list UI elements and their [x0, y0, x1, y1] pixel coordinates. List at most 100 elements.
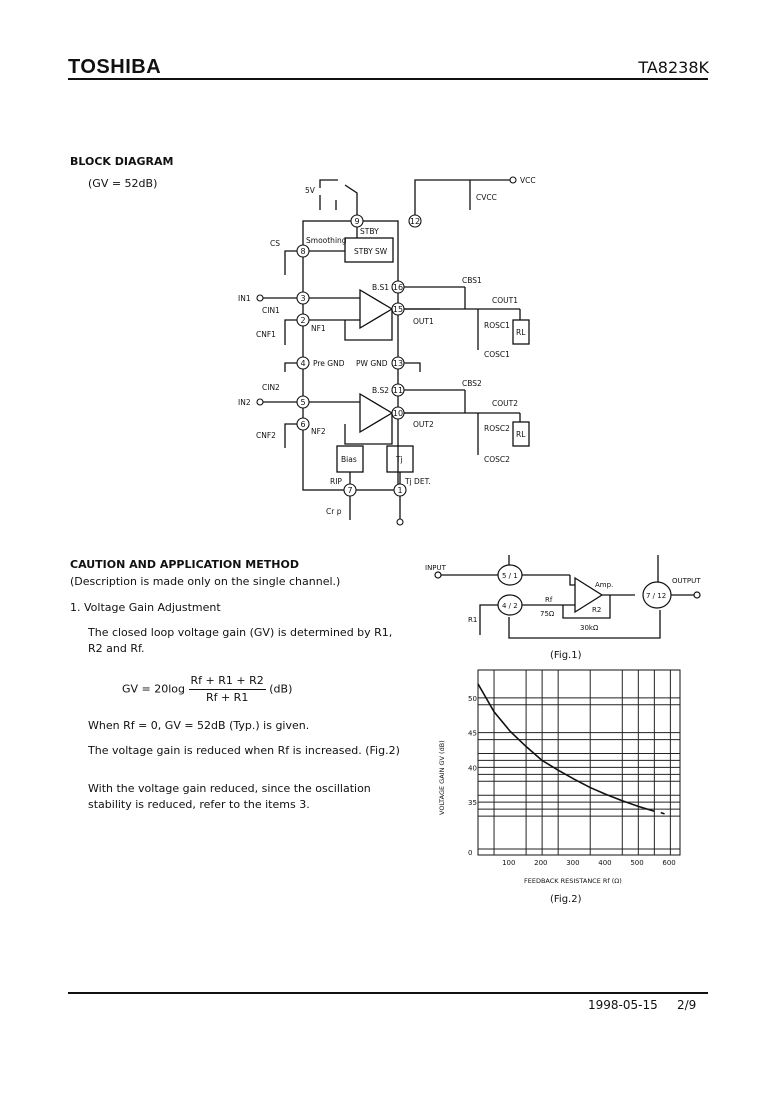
- svg-text:9: 9: [354, 217, 359, 226]
- svg-text:CBS2: CBS2: [462, 379, 482, 388]
- svg-text:NF1: NF1: [311, 324, 326, 333]
- caution-title: CAUTION AND APPLICATION METHOD: [70, 558, 299, 571]
- svg-text:ROSC2: ROSC2: [484, 424, 510, 433]
- fig1-circuit: INPUT OUTPUT Amp. 5 / 1 4 / 2 7 / 12 R1 …: [425, 555, 701, 661]
- svg-text:4 / 2: 4 / 2: [502, 602, 518, 610]
- svg-text:5: 5: [300, 398, 305, 407]
- svg-text:30kΩ: 30kΩ: [580, 624, 599, 632]
- svg-text:ROSC1: ROSC1: [484, 321, 510, 330]
- gain-note: (GV = 52dB): [88, 177, 158, 190]
- gain-typical-note: When Rf = 0, GV = 52dB (Typ.) is given.: [88, 719, 310, 732]
- x-tick-label: 400: [598, 859, 611, 867]
- svg-text:12: 12: [410, 217, 420, 226]
- svg-text:COSC1: COSC1: [484, 350, 510, 359]
- svg-text:4: 4: [300, 359, 305, 368]
- svg-text:7 / 12: 7 / 12: [646, 592, 666, 600]
- item1-title: 1. Voltage Gain Adjustment: [70, 601, 221, 614]
- formula-unit: (dB): [269, 682, 293, 696]
- svg-text:IN2: IN2: [238, 398, 251, 407]
- x-tick-label: 300: [566, 859, 579, 867]
- svg-text:5V: 5V: [305, 186, 316, 195]
- svg-text:CNF1: CNF1: [256, 330, 276, 339]
- svg-text:OUT2: OUT2: [413, 420, 434, 429]
- item1-paragraph: The closed loop voltage gain (GV) is det…: [88, 626, 393, 655]
- svg-text:CNF2: CNF2: [256, 431, 276, 440]
- svg-text:COUT1: COUT1: [492, 296, 518, 305]
- svg-text:16: 16: [393, 283, 403, 292]
- svg-text:PW GND: PW GND: [356, 359, 388, 368]
- svg-text:7: 7: [347, 486, 352, 495]
- svg-text:Rf: Rf: [545, 596, 553, 604]
- svg-text:COSC2: COSC2: [484, 455, 510, 464]
- gain-curve-extrapolated: [660, 811, 668, 816]
- fig2-caption: (Fig.2): [550, 894, 582, 905]
- svg-text:2: 2: [300, 316, 305, 325]
- part-number: TA8238K: [638, 58, 709, 77]
- svg-text:R2: R2: [592, 606, 601, 614]
- formula-lhs: GV = 20log: [122, 682, 186, 696]
- svg-text:Amp.: Amp.: [595, 581, 613, 589]
- svg-text:R1: R1: [468, 616, 477, 624]
- svg-text:IN1: IN1: [238, 294, 251, 303]
- block-diagram: 9 12 8 16 3 15 2 4 13 11 5 10 6 7 1 VCC …: [238, 176, 536, 526]
- svg-text:Tj DET.: Tj DET.: [404, 477, 431, 486]
- svg-text:CIN1: CIN1: [262, 306, 280, 315]
- svg-text:Cr p: Cr p: [326, 507, 342, 516]
- svg-text:13: 13: [393, 359, 403, 368]
- svg-text:Pre GND: Pre GND: [313, 359, 345, 368]
- formula-fraction: Rf + R1 + R2 Rf + R1: [188, 673, 266, 706]
- svg-text:8: 8: [300, 247, 305, 256]
- y-axis-label: VOLTAGE GAIN GV (dB): [438, 740, 446, 815]
- x-tick-label: 600: [662, 859, 675, 867]
- svg-text:COUT2: COUT2: [492, 399, 518, 408]
- caution-subtitle: (Description is made only on the single …: [70, 575, 341, 588]
- svg-text:CS: CS: [270, 239, 280, 248]
- svg-text:RIP: RIP: [330, 477, 342, 486]
- y-tick-label: 35: [468, 799, 477, 807]
- block-diagram-title: BLOCK DIAGRAM: [70, 155, 174, 168]
- svg-text:OUT1: OUT1: [413, 317, 434, 326]
- x-axis-label: FEEDBACK RESISTANCE Rf (Ω): [524, 877, 622, 885]
- y-tick-label: 0: [468, 849, 472, 857]
- svg-text:VCC: VCC: [520, 176, 536, 185]
- svg-text:INPUT: INPUT: [425, 564, 447, 572]
- svg-text:CBS1: CBS1: [462, 276, 482, 285]
- y-tick-label: 45: [468, 730, 477, 738]
- svg-text:CVCC: CVCC: [476, 193, 497, 202]
- footer-rule: [68, 992, 708, 994]
- svg-text:NF2: NF2: [311, 427, 326, 436]
- svg-text:STBY: STBY: [360, 227, 379, 236]
- formula-denominator: Rf + R1: [205, 691, 249, 704]
- brand-logo: TOSHIBA: [68, 56, 162, 78]
- x-tick-label: 500: [630, 859, 643, 867]
- svg-text:11: 11: [393, 386, 403, 395]
- svg-text:3: 3: [300, 294, 305, 303]
- svg-text:6: 6: [300, 420, 305, 429]
- svg-text:10: 10: [393, 409, 403, 418]
- svg-text:CIN2: CIN2: [262, 383, 280, 392]
- plot-frame: [477, 669, 681, 856]
- svg-text:OUTPUT: OUTPUT: [672, 577, 701, 585]
- y-tick-label: 50: [468, 695, 477, 703]
- svg-text:15: 15: [393, 305, 403, 314]
- gain-curve: [477, 683, 655, 812]
- svg-text:Bias: Bias: [341, 455, 357, 464]
- svg-text:RL: RL: [516, 430, 526, 439]
- x-tick-label: 100: [502, 859, 515, 867]
- svg-text:5 / 1: 5 / 1: [502, 572, 518, 580]
- svg-text:STBY SW: STBY SW: [354, 247, 388, 256]
- gain-formula: GV = 20log Rf + R1 + R2 Rf + R1 (dB): [122, 673, 292, 706]
- svg-text:Tj: Tj: [395, 455, 403, 464]
- svg-text:B.S1: B.S1: [372, 283, 389, 292]
- formula-numerator: Rf + R1 + R2: [188, 673, 266, 690]
- oscillation-note: With the voltage gain reduced, since the…: [88, 782, 371, 811]
- gain-reduction-note: The voltage gain is reduced when Rf is i…: [88, 744, 400, 757]
- svg-text:RL: RL: [516, 328, 526, 337]
- footer-page: 2/9: [677, 998, 697, 1012]
- svg-text:75Ω: 75Ω: [540, 610, 555, 618]
- x-tick-label: 200: [534, 859, 547, 867]
- svg-text:1: 1: [397, 486, 402, 495]
- fig1-caption: (Fig.1): [550, 650, 582, 661]
- svg-text:Smoothing: Smoothing: [306, 236, 347, 245]
